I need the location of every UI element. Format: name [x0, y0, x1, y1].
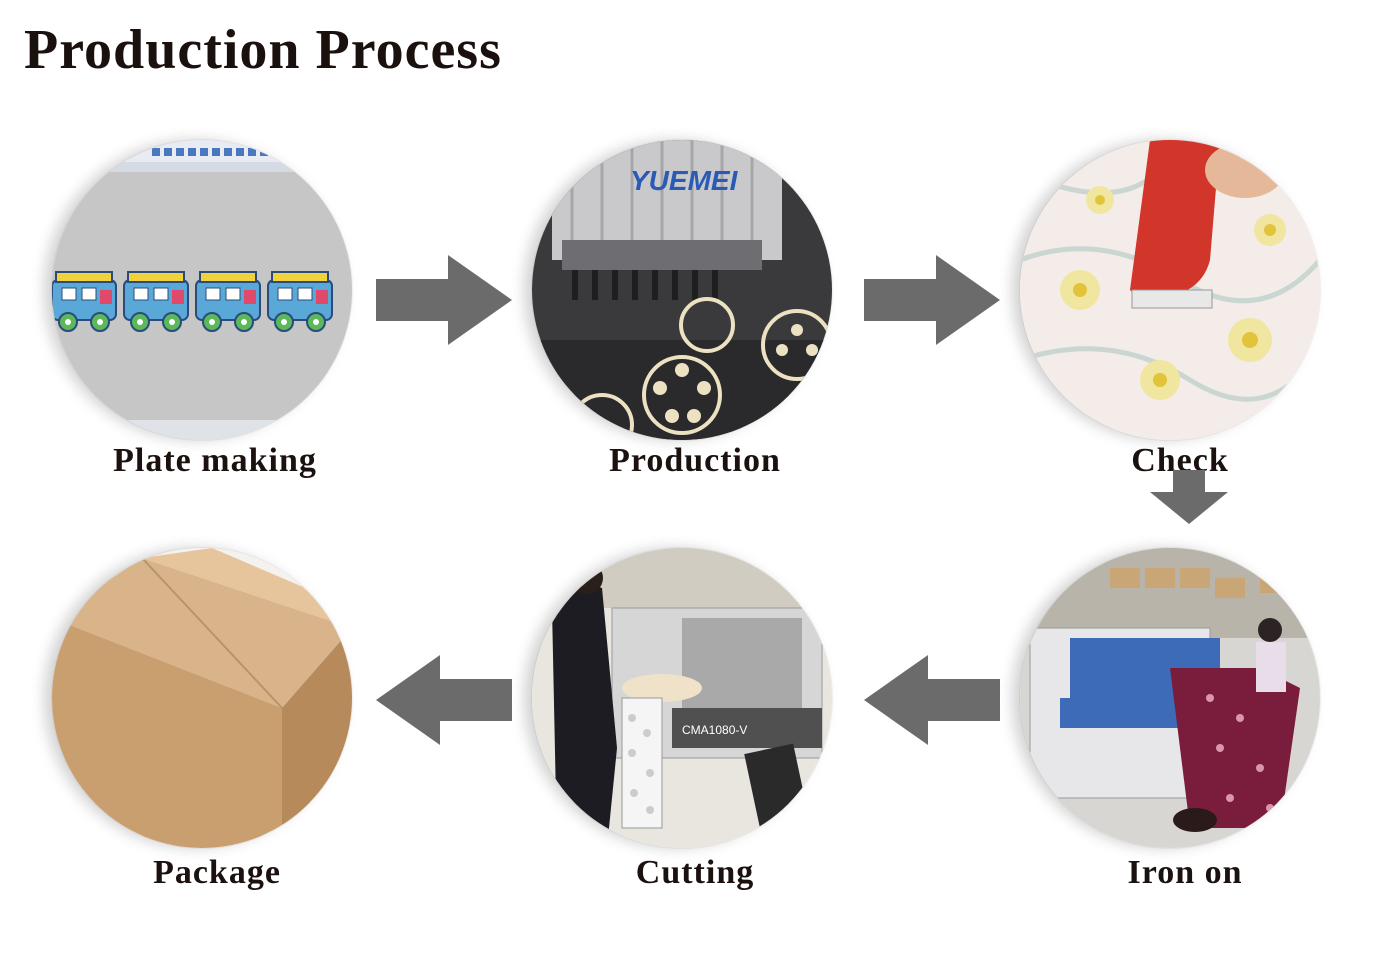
- arrow-down-icon: [1150, 470, 1228, 524]
- step-label-production: Production: [609, 442, 781, 479]
- cutting-image: CMA1080-V: [532, 548, 832, 848]
- arrow-left-icon: [864, 655, 1000, 745]
- iron-on-image: [1020, 548, 1320, 848]
- check-image: [1020, 140, 1320, 440]
- step-label-cutting: Cutting: [635, 854, 755, 891]
- arrow-right-icon: [376, 255, 512, 345]
- production-image: YUEMEI: [532, 140, 832, 440]
- step-label-plate-making: Plate making: [113, 442, 317, 479]
- step-label-package: Package: [153, 854, 281, 891]
- step-label-iron-on: Iron on: [1127, 854, 1243, 891]
- package-image: [52, 548, 352, 848]
- machine-brand-text: YUEMEI: [630, 165, 739, 196]
- arrow-left-icon: [376, 655, 512, 745]
- arrow-right-icon: [864, 255, 1000, 345]
- plate-making-image: [52, 140, 352, 440]
- machine-model-text: CMA1080-V: [682, 723, 747, 737]
- page-title: Production Process: [24, 19, 502, 81]
